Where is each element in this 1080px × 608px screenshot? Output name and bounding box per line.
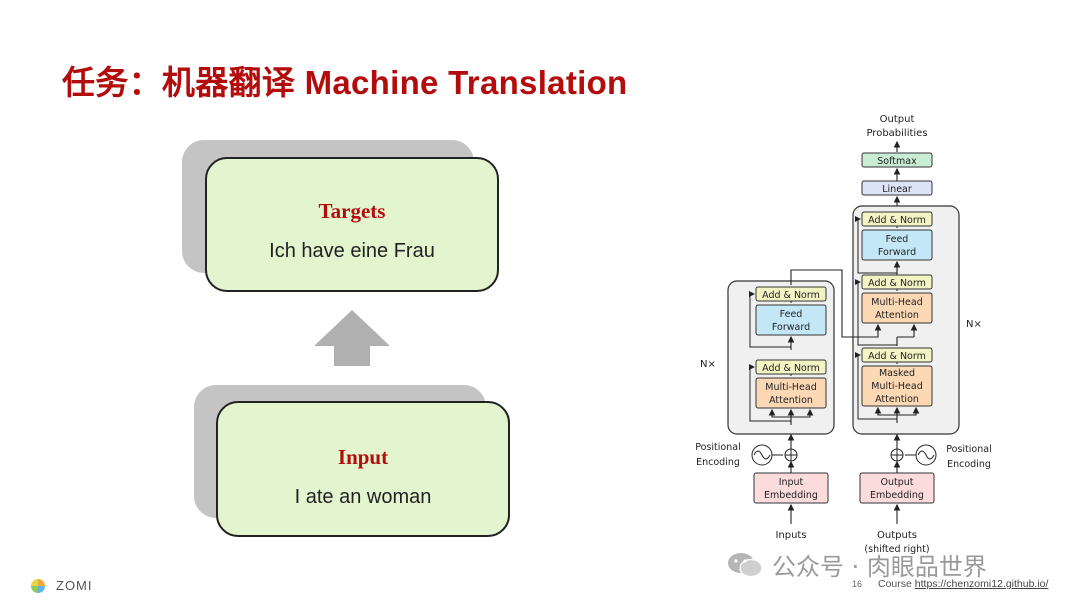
encoder-add-norm-1-label: Add & Norm <box>762 363 820 374</box>
decoder-cross-attention <box>861 292 933 324</box>
targets-text: Ich have eine Frau <box>269 240 435 262</box>
input-text: I ate an woman <box>294 486 432 508</box>
encoder-self-attention-label: Multi-Head <box>765 382 817 393</box>
footer-brand: ZOMI <box>56 578 93 593</box>
transformer-architecture-diagram: Output Probabilities Softmax Linear Add … <box>695 114 991 555</box>
up-arrow-icon <box>314 310 390 366</box>
masked-attention-label-2: Multi-Head <box>871 381 923 392</box>
linear-label: Linear <box>882 184 912 195</box>
page-number: 16 <box>852 579 863 589</box>
input-card: Input I ate an woman <box>216 401 510 537</box>
encoder-feed-forward-label-2: Forward <box>772 322 810 333</box>
encoder-add-norm-2-label: Add & Norm <box>762 290 820 301</box>
decoder-feed-forward-label-2: Forward <box>878 247 916 258</box>
course-label: Course <box>878 578 915 590</box>
wechat-icon <box>728 552 763 577</box>
slide-title: 任务：机器翻译 Machine Translation <box>62 64 628 101</box>
masked-attention-label-1: Masked <box>879 368 915 379</box>
decoder-positional-encoding-label-2: Encoding <box>947 459 991 470</box>
softmax-box <box>861 152 933 168</box>
output-probabilities-label: Output <box>880 114 915 125</box>
decoder-add-norm-3-label: Add & Norm <box>868 215 926 226</box>
encoder-self-attention <box>755 377 827 409</box>
input-heading: Input <box>337 445 389 469</box>
output-embedding-label-2: Embedding <box>870 490 924 501</box>
encoder-feed-forward <box>755 304 827 336</box>
targets-card: Targets Ich have eine Frau <box>205 157 499 292</box>
zomi-logo-icon <box>31 579 45 593</box>
decoder-feed-forward-label: Feed <box>886 234 909 245</box>
decoder-add-norm-1-label: Add & Norm <box>868 351 926 362</box>
masked-attention-label-3: Attention <box>875 394 919 405</box>
encoder-block <box>727 280 835 435</box>
decoder-nx-label: N× <box>966 319 982 330</box>
decoder-add-norm-2-label: Add & Norm <box>868 278 926 289</box>
encoder-nx-label: N× <box>700 359 716 370</box>
decoder-cross-attention-label-2: Attention <box>875 310 919 321</box>
output-probabilities-label-2: Probabilities <box>866 128 927 139</box>
encoder-positional-encoding-label: Positional <box>695 442 740 453</box>
decoder-positional-encoding-label: Positional <box>946 444 991 455</box>
decoder-cross-attention-label: Multi-Head <box>871 297 923 308</box>
softmax-label: Softmax <box>877 156 917 167</box>
outputs-label: Outputs <box>877 530 917 541</box>
watermark-text: 公众号 · 肉眼品世界 <box>772 553 987 581</box>
encoder-self-attention-label-2: Attention <box>769 395 813 406</box>
input-embedding-label: Input <box>779 477 804 488</box>
targets-heading: Targets <box>318 199 386 223</box>
inputs-label: Inputs <box>775 530 806 541</box>
decoder-feed-forward <box>861 229 933 261</box>
output-embedding-label: Output <box>881 477 914 488</box>
wechat-watermark: 公众号 · 肉眼品世界 <box>726 547 987 582</box>
outputs-shifted-label: (shifted right) <box>864 544 929 555</box>
encoder-positional-encoding-label-2: Encoding <box>696 457 740 468</box>
input-embedding-label-2: Embedding <box>764 490 818 501</box>
course-footer: Course https://chenzomi12.github.io/ <box>878 578 1048 590</box>
decoder-masked-attention <box>861 365 933 407</box>
course-link[interactable]: https://chenzomi12.github.io/ <box>914 578 1049 590</box>
encoder-feed-forward-label: Feed <box>780 309 803 320</box>
linear-box <box>861 180 933 196</box>
